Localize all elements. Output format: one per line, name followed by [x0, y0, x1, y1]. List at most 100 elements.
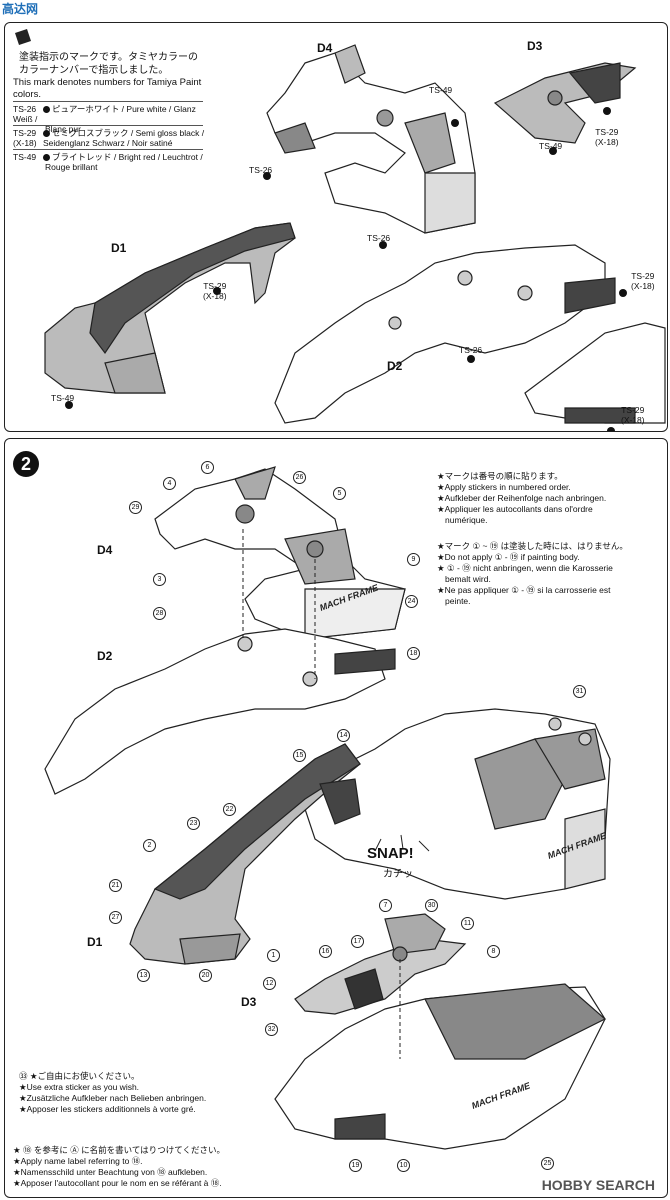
part-d3-drawing — [493, 62, 637, 144]
note-line: ★Ne pas appliquer ① - ⑲ si la carrosseri… — [437, 585, 611, 595]
snap-label-jp: カチッ — [383, 869, 413, 880]
snap-label: SNAP! — [367, 845, 414, 862]
sticker-number: 13 — [137, 969, 150, 982]
sticker-number: 27 — [109, 911, 122, 924]
step2-assembled-lower-drawing — [274, 983, 607, 1150]
callout-d4-ts26-bottom: TS-26 — [367, 233, 391, 243]
step2-part-d3-drawing — [294, 913, 467, 1015]
divider — [13, 149, 203, 150]
sticker-number: 17 — [351, 935, 364, 948]
sticker-number: 6 — [201, 461, 214, 474]
paint-name-2: Seidenglanz Schwarz / Noir satiné — [43, 138, 173, 148]
paint-name: ブライトレッド / Bright red / Leuchtrot / — [52, 152, 203, 162]
part-d1-drawing — [44, 222, 296, 394]
paint-code: TS-49 — [13, 152, 37, 162]
sticker-number: 9 — [407, 553, 420, 566]
sticker-number: 15 — [293, 749, 306, 762]
legend-jp-2: カラーナンバーで指示しました。 — [19, 65, 169, 76]
note-line: ★Aufkleber der Reihenfolge nach anbringe… — [437, 493, 607, 503]
step2-label-d2: D2 — [97, 649, 113, 663]
callout-d3-ts29: TS-29(X-18) — [595, 127, 619, 147]
sticker-number: 1 — [267, 949, 280, 962]
sticker-number: 5 — [333, 487, 346, 500]
sticker-step-drawings: MACH FRAME MACH FRAME MACH FRAME — [44, 466, 611, 1150]
note-line: ★マーク ① ~ ⑲ は塗装した時には、はりません。 — [437, 541, 628, 551]
sticker-number: 4 — [163, 477, 176, 490]
callout-d4-ts49: TS-49 — [429, 85, 453, 95]
sticker-number: 24 — [405, 595, 418, 608]
note-name-label: ★ ⑱ を参考に Ⓐ に名前を書いてはりつけてください。 ★Apply name… — [13, 1145, 273, 1189]
note-line: ★マークは番号の順に貼ります。 — [437, 471, 563, 481]
note-sticker-order: ★マークは番号の順に貼ります。 ★Apply stickers in numbe… — [437, 471, 661, 526]
callout-code: TS-29 — [595, 127, 619, 137]
note-line: ★Appliquer les autocollants dans ol'ordr… — [437, 504, 593, 514]
sticker-number: 28 — [153, 607, 166, 620]
sticker-number: 12 — [263, 977, 276, 990]
snap-marks — [374, 834, 430, 852]
paint-code: TS-26 — [13, 104, 37, 114]
callout-sub: (X-18) — [621, 415, 645, 425]
note-line: ★Apply name label referring to ⑱. — [13, 1156, 143, 1166]
sticker-number: 10 — [397, 1159, 410, 1172]
divider — [13, 101, 203, 102]
step2-label-d1: D1 — [87, 935, 103, 949]
sticker-number: 7 — [379, 899, 392, 912]
paint-guide-drawings — [15, 29, 666, 431]
callout-d4-ts26-left: TS-26 — [249, 165, 273, 175]
callout-d1-ts29: TS-29(X-18) — [203, 281, 227, 301]
sticker-number: 22 — [223, 803, 236, 816]
step2-label-d4: D4 — [97, 543, 113, 557]
label-d1: D1 — [111, 241, 127, 255]
callout-code: TS-29 — [203, 281, 227, 291]
note-line: numérique. — [445, 515, 488, 525]
sticker-number: 18 — [407, 647, 420, 660]
paint-sub: (X-18) — [13, 138, 37, 148]
callout-code: TS-29 — [631, 271, 655, 281]
sticker-number: 32 — [265, 1023, 278, 1036]
callout-d3-ts49: TS-49 — [539, 141, 563, 151]
step-number: 2 — [13, 451, 39, 477]
sticker-number: 20 — [199, 969, 212, 982]
legend-en: This mark denotes numbers for Tamiya Pai… — [13, 77, 243, 101]
sticker-number: 3 — [153, 573, 166, 586]
sticker-number: 16 — [319, 945, 332, 958]
note-extra-sticker: ㉝ ★ご自由にお使いください。 ★Use extra sticker as yo… — [19, 1071, 259, 1115]
paint-dot-icon — [43, 130, 50, 138]
paint-name: ピュアーホワイト / Pure white / Glanz Weiß / — [13, 104, 196, 124]
note-line: peinte. — [445, 596, 471, 606]
paint-name-2: Blanc pur — [45, 124, 81, 134]
paint-name-2: Rouge brillant — [45, 162, 98, 172]
sticker-number: 25 — [541, 1157, 554, 1170]
hobby-search-watermark: HOBBY SEARCH — [541, 1177, 655, 1193]
sticker-step-panel: 2 — [4, 438, 668, 1198]
legend-en-2: colors. — [13, 89, 41, 100]
note-line: bemalt wird. — [445, 574, 491, 584]
paint-dot-icon — [43, 106, 50, 114]
paint-legend: 塗装指示のマークです。タミヤカラーの カラーナンバーで指示しました。 — [19, 51, 239, 77]
callout-sub: (X-18) — [631, 281, 655, 291]
legend-jp-1: 塗装指示のマークです。タミヤカラーの — [19, 52, 198, 63]
note-line: ★ ① - ⑲ nicht anbringen, wenn die Kaross… — [437, 563, 613, 573]
callout-d1-ts49: TS-49 — [51, 393, 75, 403]
callout-d2-ts26: TS-26 — [459, 345, 483, 355]
callout-d2-ts29: TS-29(X-18) — [631, 271, 655, 291]
label-d4: D4 — [317, 41, 333, 55]
label-d2: D2 — [387, 359, 403, 373]
assembly-arrows — [242, 529, 401, 1059]
paint-mark-icon — [15, 29, 31, 45]
part-d2-drawing — [274, 244, 616, 424]
paint-guide-panel: 塗装指示のマークです。タミヤカラーの カラーナンバーで指示しました。 This … — [4, 22, 668, 432]
part-d2-side-drawing — [524, 322, 666, 424]
paint-code: TS-29 — [13, 128, 37, 138]
divider — [13, 125, 203, 126]
note-paint-body: ★マーク ① ~ ⑲ は塗装した時には、はりません。 ★Do not apply… — [437, 541, 661, 607]
sticker-number: 8 — [487, 945, 500, 958]
legend-en-1: This mark denotes numbers for Tamiya Pai… — [13, 77, 202, 88]
note-line: ㉝ ★ご自由にお使いください。 — [19, 1071, 140, 1081]
step2-part-d1-drawing — [129, 743, 361, 965]
sticker-number: 31 — [573, 685, 586, 698]
step2-part-d4-drawing — [154, 466, 406, 640]
callout-sub: (X-18) — [595, 137, 619, 147]
